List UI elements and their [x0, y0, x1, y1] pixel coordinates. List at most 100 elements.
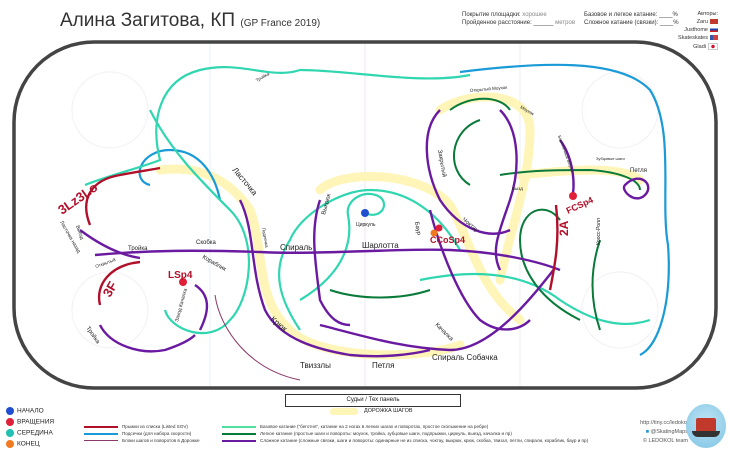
distance-unit: метров	[555, 20, 576, 26]
line-swatch	[222, 425, 256, 428]
author-item: Justhome	[684, 27, 718, 33]
step-label: Петля	[630, 168, 647, 174]
ship-hull-icon	[692, 431, 720, 437]
complex-paths	[79, 109, 650, 358]
twitter-icon: ■	[645, 429, 650, 435]
crossover-paths	[138, 63, 670, 356]
complex-label: Сложное катание (связки):	[584, 20, 659, 26]
line-swatch	[84, 425, 118, 428]
step-label: Скобка	[196, 240, 217, 246]
icebreaker-icon	[696, 418, 716, 432]
authors-label: Авторы:	[697, 11, 718, 17]
credit-url[interactable]: http://tiny.cc/ledokol	[640, 420, 688, 426]
spin-dot-icon	[6, 418, 14, 426]
author-name: Skateskates	[678, 35, 708, 41]
coverage-label: Покрытие площадки:	[462, 12, 521, 18]
title-text: Алина Загитова, КП	[60, 10, 236, 31]
step-label: Вызд	[512, 186, 523, 191]
twitter-handle: @SkatingMaps	[650, 429, 688, 435]
step-label: Твиззлы	[300, 361, 331, 370]
faceoff-circle	[71, 71, 149, 149]
line-swatch	[84, 440, 118, 442]
start-marker	[361, 209, 369, 217]
faceoff-circle	[71, 271, 149, 349]
author-item: Gladi	[693, 43, 718, 50]
legend-label: СЕРЕДИНА	[17, 429, 53, 437]
step-label: Моухок	[520, 105, 536, 117]
step-label: Качалка	[434, 322, 455, 343]
legend-line-label: Сложное катание (сложные связки, шаги и …	[260, 438, 589, 443]
legend-label: КОНЕЦ	[17, 440, 40, 448]
basic-value: ____%	[659, 12, 678, 18]
step-label: Тройка	[128, 245, 148, 252]
step-label: Подпечка	[261, 227, 269, 248]
step-label: Выезд	[74, 225, 85, 241]
distance-stat: Пройденное расстояние: ______ метров	[462, 20, 575, 26]
legend-label: ВРАЩЕНИЯ	[17, 418, 55, 426]
start-dot-icon	[6, 407, 14, 415]
author-item: Skateskates	[678, 35, 718, 41]
coverage-stat: Покрытие площадки: хорошее	[462, 12, 547, 18]
faceoff-circle	[581, 271, 659, 349]
basic-paths	[84, 66, 651, 335]
step-label: Зубцовые шаги	[596, 156, 625, 161]
legend-start: НАЧАЛО	[6, 407, 44, 415]
step-label: Спираль	[280, 243, 312, 252]
page-title: Алина Загитова, КП (GP France 2019)	[60, 10, 320, 32]
start-label: Циркуль	[356, 222, 376, 228]
spin-label: CCoSp4	[430, 235, 465, 245]
spin-marker	[179, 278, 187, 286]
legend-line-label: Блоки шагов и поворотов в Дорожке	[122, 438, 200, 443]
legend-line-complex: Сложное катание (сложные связки, шаги и …	[222, 438, 588, 443]
spin-label: LSp4	[168, 270, 193, 281]
step-label: Баур	[413, 221, 421, 236]
credit-twitter[interactable]: ■ @SkatingMaps	[646, 429, 688, 435]
author-name: Zaru	[696, 19, 708, 25]
legend-line-basic: Базовое катание ("беготня", катание на 2…	[222, 424, 488, 429]
step-label: Заход Качалка	[174, 288, 189, 323]
step-label: Кросс-Ролл	[596, 218, 602, 245]
legend-line-label: Подсечки (для набора скорости)	[122, 431, 192, 436]
ledokol-logo	[686, 404, 726, 448]
jump-label: 3F	[100, 279, 121, 300]
legend-line-label: Прыжки из списка (Listed SOV)	[122, 424, 188, 429]
step-sequence-swatch	[330, 408, 358, 415]
easy-paths	[329, 97, 641, 331]
step-labels: Ласточка Спираль Шарлотта Спираль Собачк…	[58, 70, 647, 370]
legend-line-crossovers: Подсечки (для набора скорости)	[84, 431, 191, 436]
coverage-value: хорошее	[522, 12, 547, 18]
line-swatch	[222, 432, 256, 435]
step-label: Выкрюк	[321, 193, 332, 216]
spin-marker	[569, 192, 577, 200]
flag-icon	[710, 27, 718, 33]
jump-label: 3Lz3Lo	[55, 179, 100, 217]
flag-icon	[710, 19, 718, 25]
legend-middle: СЕРЕДИНА	[6, 429, 53, 437]
flag-icon	[708, 43, 718, 50]
step-label: Открытый	[94, 256, 116, 269]
legend-end: КОНЕЦ	[6, 440, 40, 448]
basic-stat: Базовое и легкое катание: ____%	[584, 12, 678, 18]
step-label: Тройка	[84, 325, 101, 345]
end-marker	[430, 229, 438, 237]
judges-panel: Судьи / Тех панель	[285, 394, 461, 407]
flag-icon	[710, 35, 718, 41]
basic-label: Базовое и легкое катание:	[584, 12, 658, 18]
line-swatch	[222, 439, 256, 442]
subtitle: (GP France 2019)	[240, 18, 321, 29]
distance-value: ______	[533, 20, 554, 26]
step-label: Открытый Моухок	[470, 84, 508, 93]
step-sequence-highlight	[155, 92, 645, 360]
spin-marker	[435, 224, 443, 232]
legend-label: НАЧАЛО	[17, 407, 44, 415]
credit-team: © LEDOKOL team	[642, 438, 688, 444]
step-label: Кораблик	[201, 255, 227, 273]
middle-dot-icon	[6, 429, 14, 437]
jump-label: 2A	[557, 220, 571, 236]
step-sequence-label: ДОРОЖКА ШАГОВ	[364, 408, 413, 414]
step-label: Шарлотта	[362, 241, 399, 250]
legend-line-label: Базовое катание ("беготня", катание на 2…	[260, 424, 489, 429]
legend-line-jumps: Прыжки из списка (Listed SOV)	[84, 424, 188, 429]
rink-border	[12, 40, 718, 390]
